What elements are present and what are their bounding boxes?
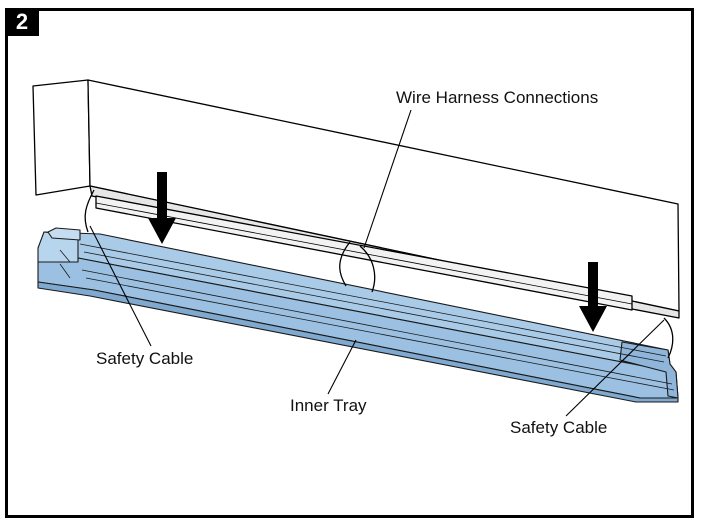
inner-tray-label: Inner Tray [290, 396, 367, 415]
safety-cable-right [663, 317, 674, 359]
inner-tray [37, 227, 679, 403]
down-arrow-icon [148, 172, 176, 244]
safety-cable-right-label: Safety Cable [510, 418, 608, 437]
fixture-housing [32, 79, 680, 319]
leader-lines [89, 109, 665, 417]
wire-harness [339, 241, 376, 293]
down-arrow-icon [579, 262, 607, 332]
safety-cable-left [84, 189, 95, 233]
step-number-badge: 2 [5, 8, 39, 36]
wire-harness-label: Wire Harness Connections [396, 88, 599, 107]
safety-cable-left-label: Safety Cable [96, 349, 194, 368]
